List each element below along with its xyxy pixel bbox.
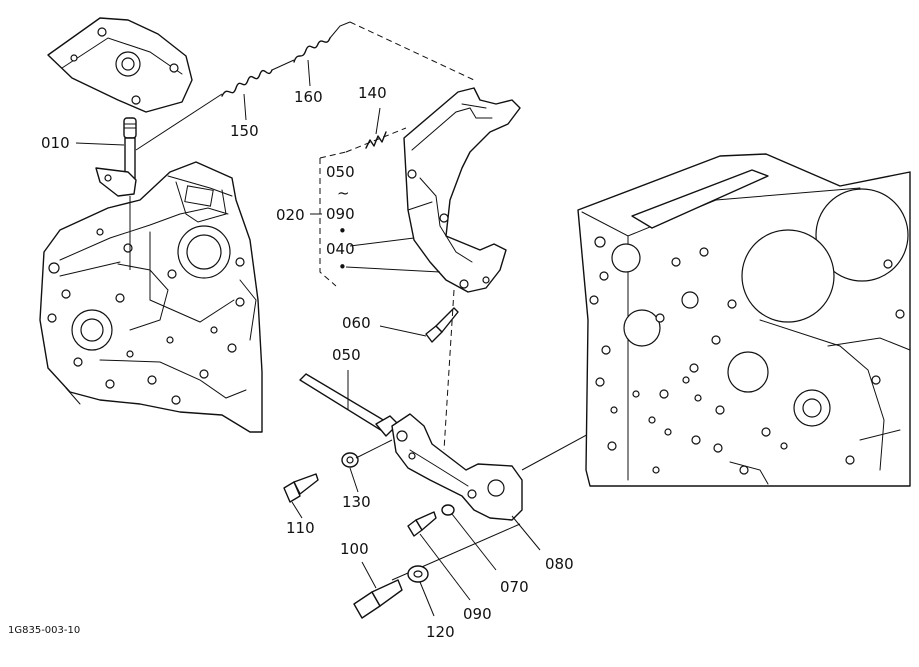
callout-140: 140 [358,84,387,102]
cover-plate [47,17,193,113]
callout-020: 020 [276,206,305,224]
left-gear-case-housing [39,161,263,433]
callout-010: 010 [41,134,70,152]
bolt-090 [407,511,471,601]
lever-shaft-010 [95,117,137,270]
callout-120: 120 [426,623,455,641]
callout-050-shaft: 050 [332,346,361,364]
bolt-100 [353,523,521,619]
callout-110: 110 [286,519,315,537]
engine-block [577,153,911,487]
callout-090-top: 090 [326,205,355,223]
washer-130 [341,439,393,493]
bolt-060 [379,289,459,451]
callout-150: 150 [230,122,259,140]
spring-150 [221,69,273,97]
callout-070: 070 [500,578,529,596]
callout-labels: 010 150 160 140 020 050 ~ 090 • 040 • 06… [8,59,574,641]
callout-100: 100 [340,540,369,558]
callout-dot-1: • [338,222,347,240]
diagram-reference-code: 1G835-003-10 [8,625,80,636]
callout-060: 060 [342,314,371,332]
callout-080: 080 [545,555,574,573]
callout-160: 160 [294,88,323,106]
callout-040: 040 [326,240,355,258]
spring-160 [293,37,331,63]
callout-130: 130 [342,493,371,511]
callout-dot-2: • [338,258,347,276]
group-bracket-020 [310,107,441,287]
bolt-110 [283,473,319,519]
governor-lever-assembly [403,87,521,293]
governor-springs [135,21,475,151]
callout-range-tilde: ~ [337,184,350,202]
washer-120 [407,565,435,617]
callout-090-bottom: 090 [463,605,492,623]
shaft-050 [299,370,399,437]
callout-050-top: 050 [326,163,355,181]
washer-070 [441,504,497,571]
